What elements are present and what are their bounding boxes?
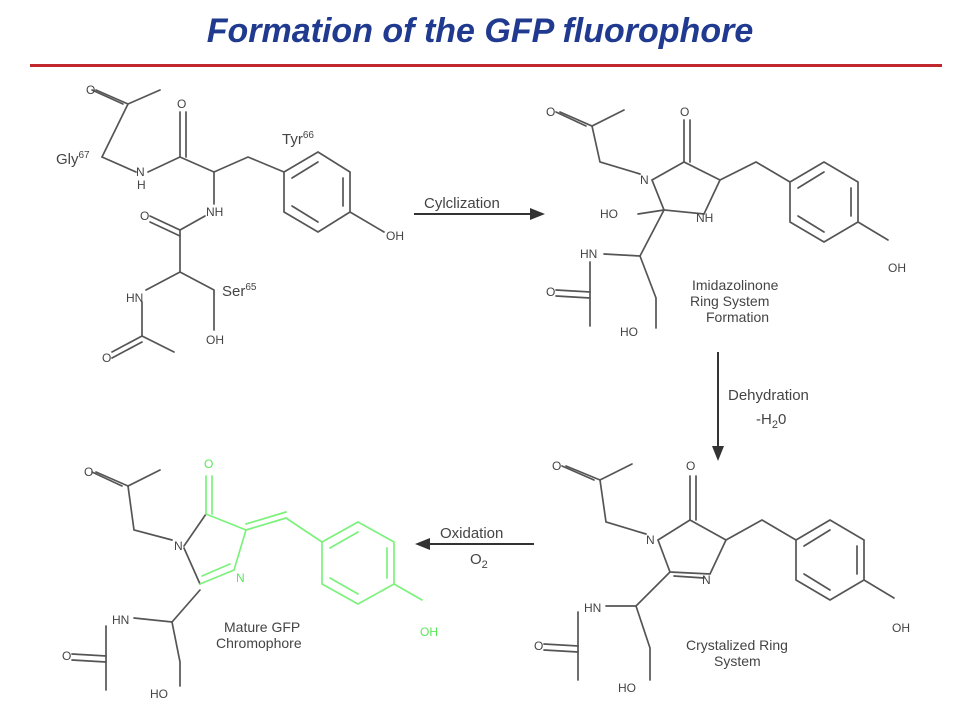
oxidation-label: Oxidation [440,525,503,542]
atom-nh-2: NH [696,211,713,225]
atom-oh-4: OH [892,621,910,635]
chromophore-atom-o: O [204,457,213,471]
chromophore-atom-n: N [236,571,245,585]
oxidation-step: Oxidation O2 [415,525,534,571]
cyclization-step: Cylclization [414,195,545,220]
atom-o-8: O [552,459,561,473]
atom-ho-3: HO [618,681,636,695]
slide-title: Formation of the GFP fluorophore [206,12,754,50]
cyclization-label: Cylclization [424,195,500,212]
mature-label-2: Chromophore [216,635,302,651]
tyr66-label: Tyr66 [282,130,314,148]
oxygen-label: O2 [470,551,488,571]
imidazolinone-structure: O N O HO NH HN O HO OH Imidazolinone Rin… [546,105,906,339]
dehydration-label: Dehydration [728,387,809,404]
atom-h-1: H [137,178,146,192]
chromophore-atom-oh: OH [420,625,438,639]
gly67-label: Gly67 [56,150,90,168]
atom-ho-2: HO [620,325,638,339]
atom-n-1: N [136,165,145,179]
atom-n-3: N [646,533,655,547]
imidazolinone-label-2: Ring System [690,293,769,309]
atom-o-3: O [140,209,149,223]
atom-hn-3: HN [584,601,601,615]
atom-o-10: O [534,639,543,653]
atom-o-1: O [86,83,95,97]
atom-ho-1: HO [600,207,618,221]
atom-n-2: N [640,173,649,187]
atom-o-11: O [84,465,93,479]
crystalized-ring-structure: O N O N HN O HO OH Crystalized Ring Syst… [534,459,910,695]
atom-o-5: O [546,105,555,119]
atom-oh-2: OH [386,229,404,243]
tripeptide-structure: O N H O NH O HN O OH OH Gly67 Tyr66 Ser6… [56,83,404,365]
ser65-label: Ser65 [222,282,257,300]
atom-oh-3: OH [888,261,906,275]
atom-n-5: N [174,539,183,553]
atom-n-4: N [702,573,711,587]
atom-o-9: O [686,459,695,473]
crystal-label-2: System [714,653,761,669]
imidazolinone-label-3: Formation [706,309,769,325]
mature-label-1: Mature GFP [224,619,300,635]
atom-o-4: O [102,351,111,365]
atom-oh-1: OH [206,333,224,347]
atom-hn-4: HN [112,613,129,627]
atom-o-7: O [546,285,555,299]
crystal-label-1: Crystalized Ring [686,637,788,653]
water-label: -H20 [756,411,786,431]
atom-ho-4: HO [150,687,168,701]
atom-hn-1: HN [126,291,143,305]
dehydration-step: Dehydration -H20 [712,352,809,461]
atom-o-6: O [680,105,689,119]
mature-chromophore-structure: O N O N HN O HO OH Mature GFP Chromophor… [62,457,438,701]
imidazolinone-label-1: Imidazolinone [692,277,779,293]
title-underline [30,64,942,67]
atom-o-12: O [62,649,71,663]
atom-o-2: O [177,97,186,111]
atom-hn-2: HN [580,247,597,261]
atom-nh-1: NH [206,205,223,219]
